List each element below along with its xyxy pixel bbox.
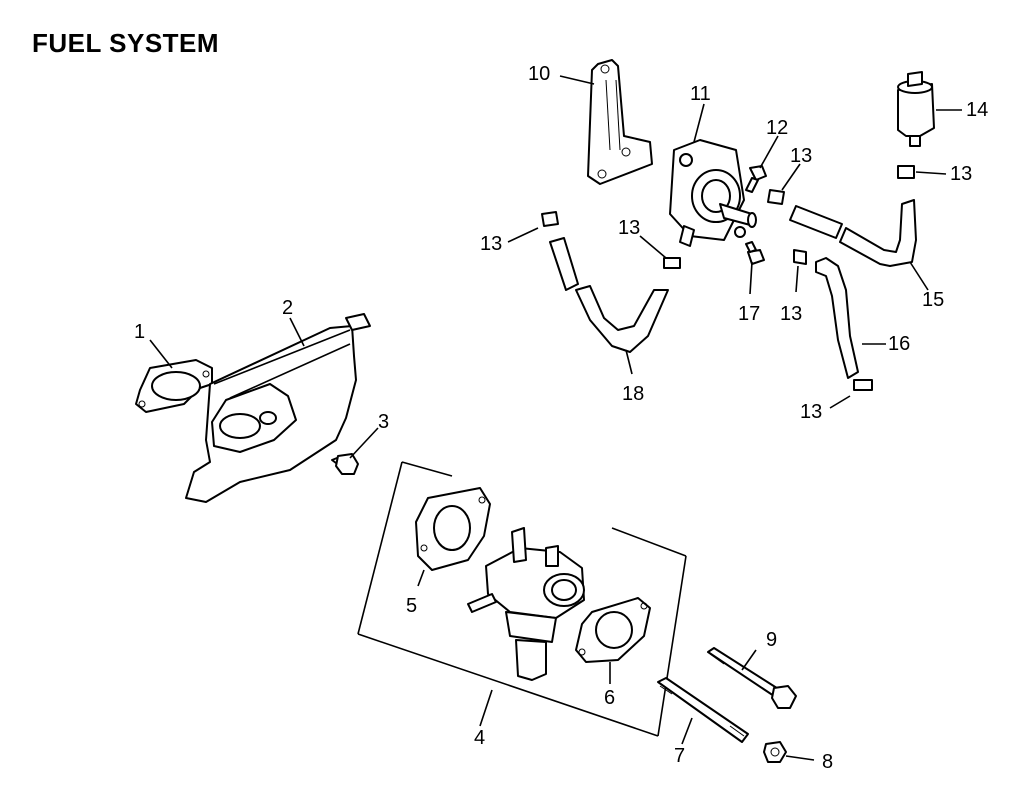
callout-13-f: 13: [800, 401, 822, 423]
part-fuel-filter: [897, 71, 935, 147]
callout-13-c: 13: [480, 233, 502, 255]
callout-leaders: [149, 75, 962, 761]
callout-10: 10: [528, 63, 550, 85]
callout-3: 3: [378, 411, 389, 433]
part-screw-12: [745, 165, 767, 193]
part-gasket-5: [415, 487, 491, 571]
callout-12: 12: [766, 117, 788, 139]
callout-14: 14: [966, 99, 988, 121]
callout-8: 8: [822, 751, 833, 773]
part-hose-clamps: [541, 165, 915, 391]
part-gasket-6: [575, 597, 651, 663]
callout-13-d: 13: [618, 217, 640, 239]
callout-9: 9: [766, 629, 777, 651]
callout-15: 15: [922, 289, 944, 311]
callout-11: 11: [690, 83, 711, 105]
callout-13-e: 13: [780, 303, 802, 325]
callout-18: 18: [622, 383, 644, 405]
part-gasket-1: [135, 359, 213, 413]
callout-4: 4: [474, 727, 485, 749]
part-carburetor: [467, 527, 585, 681]
callout-16: 16: [888, 333, 910, 355]
part-bolt-9: [707, 647, 797, 709]
part-stud-7: [657, 677, 749, 743]
callout-6: 6: [604, 687, 615, 709]
callout-13-a: 13: [790, 145, 812, 167]
part-bracket: [587, 59, 653, 185]
part-hose-15: [789, 199, 917, 267]
part-hose-16: [815, 257, 859, 379]
callout-5: 5: [406, 595, 417, 617]
callout-7: 7: [674, 745, 685, 767]
part-fuel-pump: [669, 139, 757, 247]
carburetor-assembly-frame: [357, 461, 687, 737]
page-title: FUEL SYSTEM: [32, 28, 220, 58]
part-nut-8: [763, 741, 787, 763]
callout-17: 17: [738, 303, 760, 325]
part-screw-17: [745, 241, 765, 265]
callout-2: 2: [282, 297, 293, 319]
part-intake-elbow: [185, 313, 371, 503]
part-bolt-3: [331, 453, 359, 475]
callout-1: 1: [134, 321, 145, 343]
callout-labels: 1 2 3 4 5 6 7 8 9 10 11 12 13 13 13 13 1…: [134, 63, 988, 773]
callout-13-b: 13: [950, 163, 972, 185]
part-hose-18: [549, 237, 669, 353]
